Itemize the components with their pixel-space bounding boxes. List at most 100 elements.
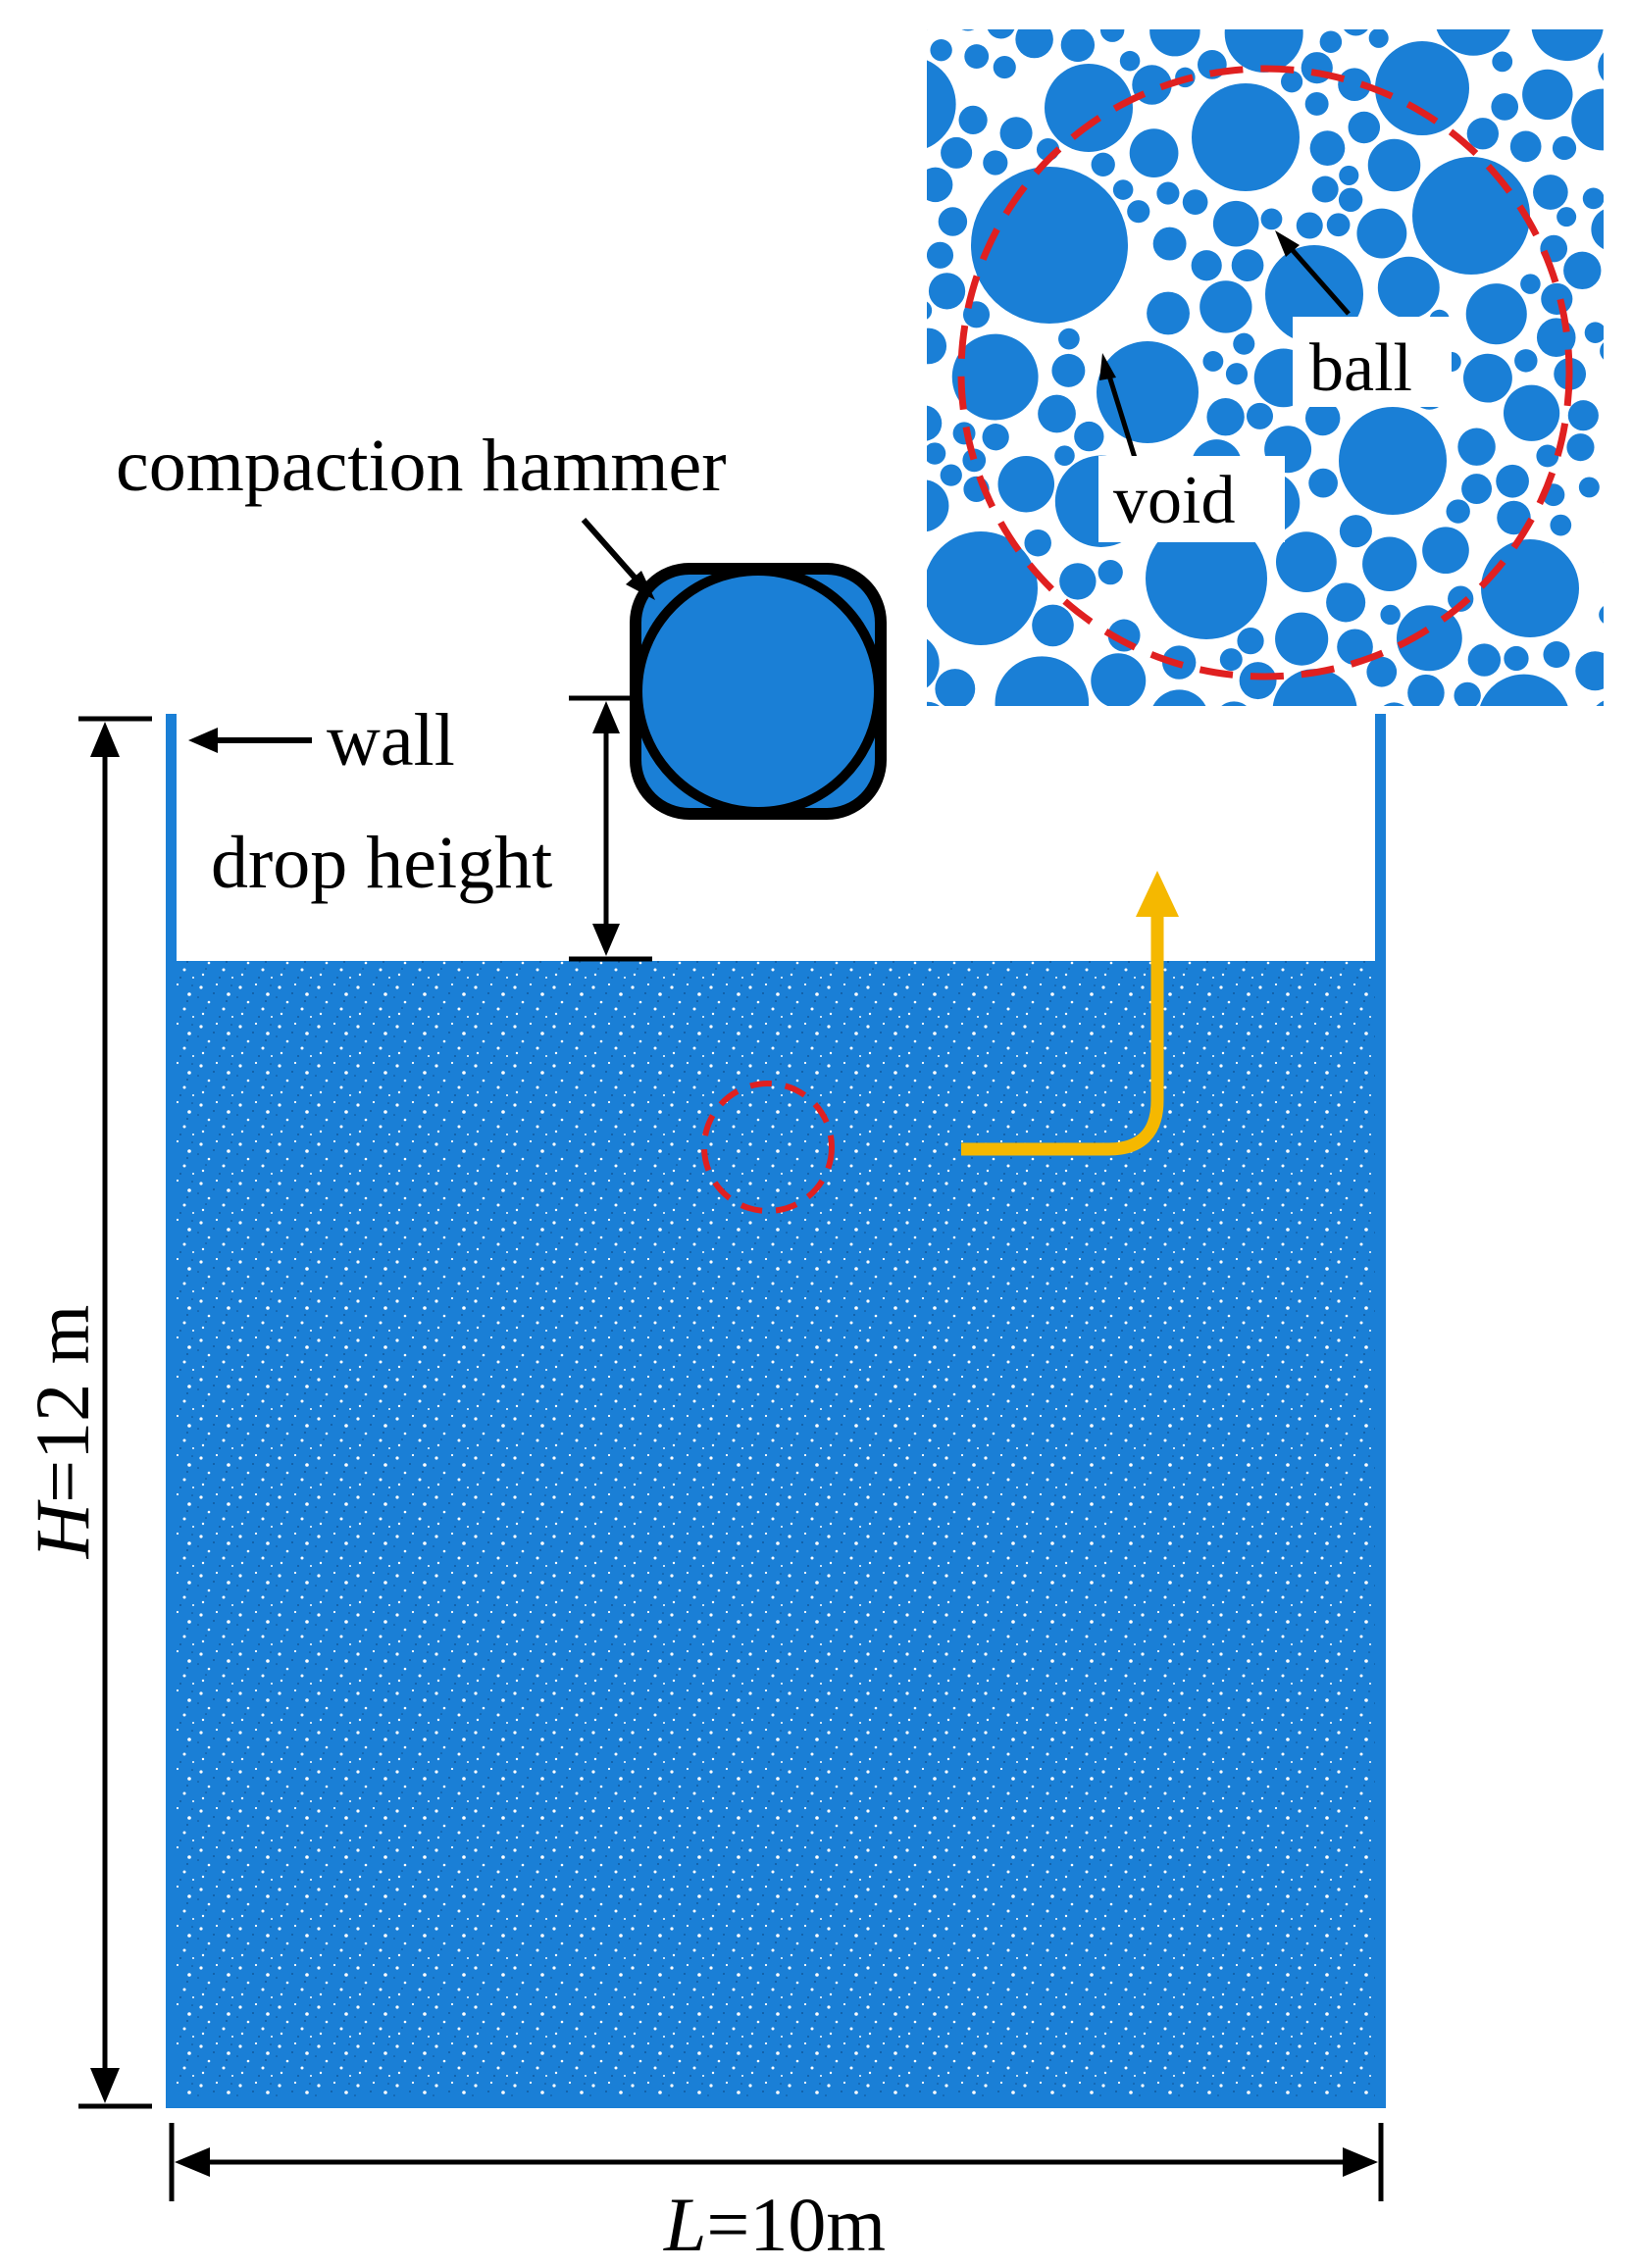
inset-ball xyxy=(1078,0,1105,25)
height-label: H=12 m xyxy=(20,1305,105,1560)
inset-ball xyxy=(927,701,941,706)
inset-ball xyxy=(1465,283,1527,345)
inset-ball xyxy=(1606,288,1630,313)
inset-ball xyxy=(1412,157,1530,275)
void-label: void xyxy=(1113,463,1235,538)
inset-ball xyxy=(1543,641,1570,669)
inset-ball xyxy=(1463,353,1512,403)
inset-ball xyxy=(999,117,1033,150)
zoom-inset: ball void xyxy=(927,0,1633,737)
inset-ball xyxy=(935,669,976,706)
inset-ball xyxy=(1147,291,1190,335)
inset-ball xyxy=(1339,515,1372,548)
length-label: L=10m xyxy=(663,2182,886,2267)
inset-ball xyxy=(1304,91,1329,116)
inset-ball xyxy=(1192,83,1300,191)
inset-ball xyxy=(1099,29,1125,42)
inset-ball xyxy=(927,638,940,688)
void-arrowhead xyxy=(1099,353,1116,380)
inset-ball xyxy=(1566,433,1595,462)
inset-ball xyxy=(1191,250,1222,281)
inset-ball xyxy=(1536,444,1559,468)
ball-pointer-arrow xyxy=(1288,245,1351,316)
inset-ball xyxy=(1377,256,1440,319)
inset-ball xyxy=(987,29,1015,39)
inset-ball xyxy=(1448,585,1474,612)
inset-ball xyxy=(1457,428,1496,466)
inset-ball xyxy=(927,328,947,365)
inset-ball xyxy=(1420,714,1444,737)
inset-ball xyxy=(1396,605,1462,672)
inset-ball xyxy=(1531,29,1604,62)
inset-ball xyxy=(1326,213,1351,237)
inset-ball xyxy=(1607,154,1633,180)
inset-ball xyxy=(1596,700,1604,706)
ball-label: ball xyxy=(1309,330,1412,406)
inset-ball xyxy=(983,150,1008,176)
inset-ball xyxy=(1146,518,1267,639)
inset-ball xyxy=(1461,474,1493,505)
inset-region-circle xyxy=(957,65,1573,680)
drop-height-dimension xyxy=(569,695,652,962)
inset-ball xyxy=(1339,407,1447,515)
inset-ball xyxy=(1504,645,1529,672)
inset-ball xyxy=(927,241,954,269)
inset-ball xyxy=(1552,135,1577,161)
length-value: =10m xyxy=(706,2182,886,2267)
inset-ball xyxy=(1563,251,1602,290)
inset-ball xyxy=(1522,69,1573,121)
inset-ball xyxy=(1556,207,1577,227)
wall-label: wall xyxy=(327,699,455,781)
inset-ball xyxy=(1446,499,1470,524)
inset-ball xyxy=(1319,30,1343,54)
inset-ball xyxy=(1356,208,1407,259)
inset-ball xyxy=(1224,29,1303,73)
inset-ball xyxy=(1182,189,1208,216)
inset-ball xyxy=(1301,52,1333,84)
inset-ball xyxy=(1344,29,1368,36)
inset-ball xyxy=(1466,118,1500,150)
inset-ball xyxy=(1304,400,1341,436)
inset-ball xyxy=(930,38,952,62)
inset-ball xyxy=(1567,400,1599,431)
wall-arrowhead xyxy=(188,728,218,753)
inset-ball xyxy=(1038,394,1076,433)
void-pointer-arrow xyxy=(1105,372,1139,462)
hammer-arrowhead xyxy=(626,571,655,600)
inset-ball xyxy=(1237,628,1264,655)
inset-ball xyxy=(1308,468,1338,498)
inset-ball xyxy=(1233,332,1255,355)
inset-ball xyxy=(1260,208,1283,230)
inset-ball xyxy=(1533,175,1568,210)
inset-ball xyxy=(1380,604,1401,626)
inset-ball xyxy=(1496,464,1529,498)
inset-ball xyxy=(1584,322,1604,344)
inset-ball xyxy=(1520,274,1541,294)
height-symbol: H xyxy=(20,1499,105,1559)
inset-ball xyxy=(1607,382,1633,413)
inset-ball xyxy=(927,442,946,465)
ball-arrowhead xyxy=(1275,230,1300,257)
inset-ball xyxy=(1609,261,1632,283)
inset-ball xyxy=(1097,341,1199,443)
inset-ball xyxy=(1571,88,1604,151)
hammer-pointer-arrow xyxy=(581,518,638,580)
inset-ball xyxy=(927,531,1038,645)
inset-ball xyxy=(1326,582,1366,623)
inset-ball xyxy=(1481,539,1579,637)
inset-ball xyxy=(1152,689,1206,706)
inset-ball xyxy=(1591,209,1604,250)
inset-ball xyxy=(1310,0,1339,25)
inset-ball xyxy=(927,479,949,532)
inset-ball xyxy=(1119,50,1141,72)
inset-ball xyxy=(927,405,943,441)
inset-ball xyxy=(1149,29,1200,57)
inset-ball xyxy=(997,455,1055,513)
inset-ball xyxy=(1091,653,1147,706)
inset-ball xyxy=(1221,701,1248,706)
inset-ball xyxy=(1599,606,1604,624)
inset-ball xyxy=(1275,531,1337,593)
right-wall xyxy=(1375,714,1386,2106)
compaction-hammer xyxy=(630,563,887,820)
inset-ball xyxy=(1272,669,1357,706)
